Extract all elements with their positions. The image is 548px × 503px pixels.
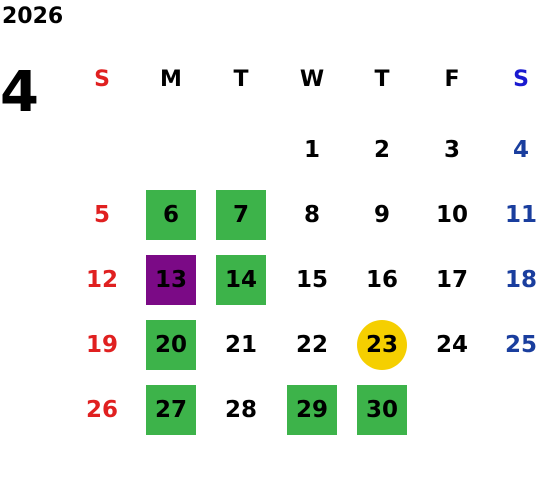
day-cell-30[interactable]: 30 [357,385,407,435]
day-cell-24[interactable]: 24 [435,332,468,358]
weekday-header-saturday: S [513,67,529,92]
day-cell-20[interactable]: 20 [146,320,196,370]
weekday-header-friday: F [444,67,460,92]
day-cell-29[interactable]: 29 [287,385,337,435]
day-cell-13[interactable]: 13 [146,255,196,305]
day-cell-12[interactable]: 12 [85,267,118,293]
day-cell-7[interactable]: 7 [216,190,266,240]
weekday-header-thursday: T [374,67,390,92]
day-cell-3[interactable]: 3 [443,137,460,163]
day-cell-14[interactable]: 14 [216,255,266,305]
day-cell-8[interactable]: 8 [303,202,320,228]
empty-day-cell [216,125,266,175]
empty-day-cell [427,385,477,435]
day-cell-28[interactable]: 28 [224,397,257,423]
day-cell-2[interactable]: 2 [373,137,390,163]
empty-day-cell [77,125,127,175]
day-cell-10[interactable]: 10 [435,202,468,228]
year-label: 2026 [2,4,64,29]
weekday-header-sunday: S [94,67,110,92]
day-cell-23[interactable]: 23 [357,320,407,370]
day-cell-15[interactable]: 15 [295,267,328,293]
day-cell-22[interactable]: 22 [295,332,328,358]
day-cell-18[interactable]: 18 [504,267,537,293]
day-cell-26[interactable]: 26 [85,397,118,423]
day-cell-17[interactable]: 17 [435,267,468,293]
empty-day-cell [496,385,546,435]
empty-day-cell [146,125,196,175]
day-cell-5[interactable]: 5 [93,202,110,228]
weekday-header-monday: M [160,67,182,92]
day-cell-25[interactable]: 25 [504,332,537,358]
day-cell-1[interactable]: 1 [303,137,320,163]
day-cell-4[interactable]: 4 [512,137,529,163]
weekday-header-wednesday: W [299,67,325,92]
day-cell-6[interactable]: 6 [146,190,196,240]
day-cell-21[interactable]: 21 [224,332,257,358]
day-cell-11[interactable]: 11 [504,202,537,228]
day-cell-19[interactable]: 19 [85,332,118,358]
day-cell-16[interactable]: 16 [365,267,398,293]
month-label: 4 [0,60,39,125]
day-cell-9[interactable]: 9 [373,202,390,228]
weekday-header-tuesday: T [233,67,249,92]
day-cell-27[interactable]: 27 [146,385,196,435]
